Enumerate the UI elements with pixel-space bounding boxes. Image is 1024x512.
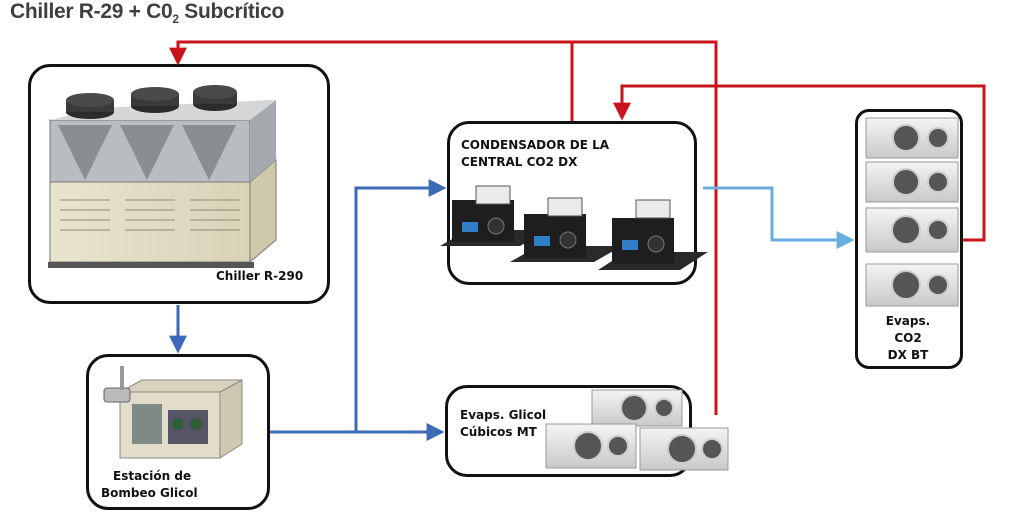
pump-station-label: Estación de Bombeo Glicol bbox=[101, 469, 198, 500]
page-title: Chiller R-29 + C02 Subcrítico bbox=[10, 0, 284, 27]
condenser-label: CONDENSADOR DE LA CENTRAL CO2 DX bbox=[461, 138, 610, 169]
compressor-rack-image bbox=[440, 185, 708, 270]
chiller-unit-image bbox=[48, 85, 277, 268]
evap-mt-label: Evaps. Glicol Cúbicos MT bbox=[460, 408, 547, 439]
evap-bt-label: Evaps. CO2 DX BT bbox=[885, 314, 931, 362]
co2-line-condenser-to-evap-bt bbox=[703, 186, 855, 249]
red-line-evap-bt-to-condenser bbox=[613, 84, 986, 242]
red-line-evap-mt-to-chiller bbox=[169, 40, 718, 415]
hot-return-lines bbox=[169, 40, 986, 415]
blue-line-pump-to-condenser bbox=[270, 179, 447, 434]
cubic-evaporator-image bbox=[545, 389, 729, 471]
chiller-label: Chiller R-290 bbox=[216, 269, 304, 283]
pump-station-image bbox=[103, 366, 243, 459]
wall-evaporator-image bbox=[865, 117, 959, 307]
glycol-lines bbox=[169, 179, 447, 441]
